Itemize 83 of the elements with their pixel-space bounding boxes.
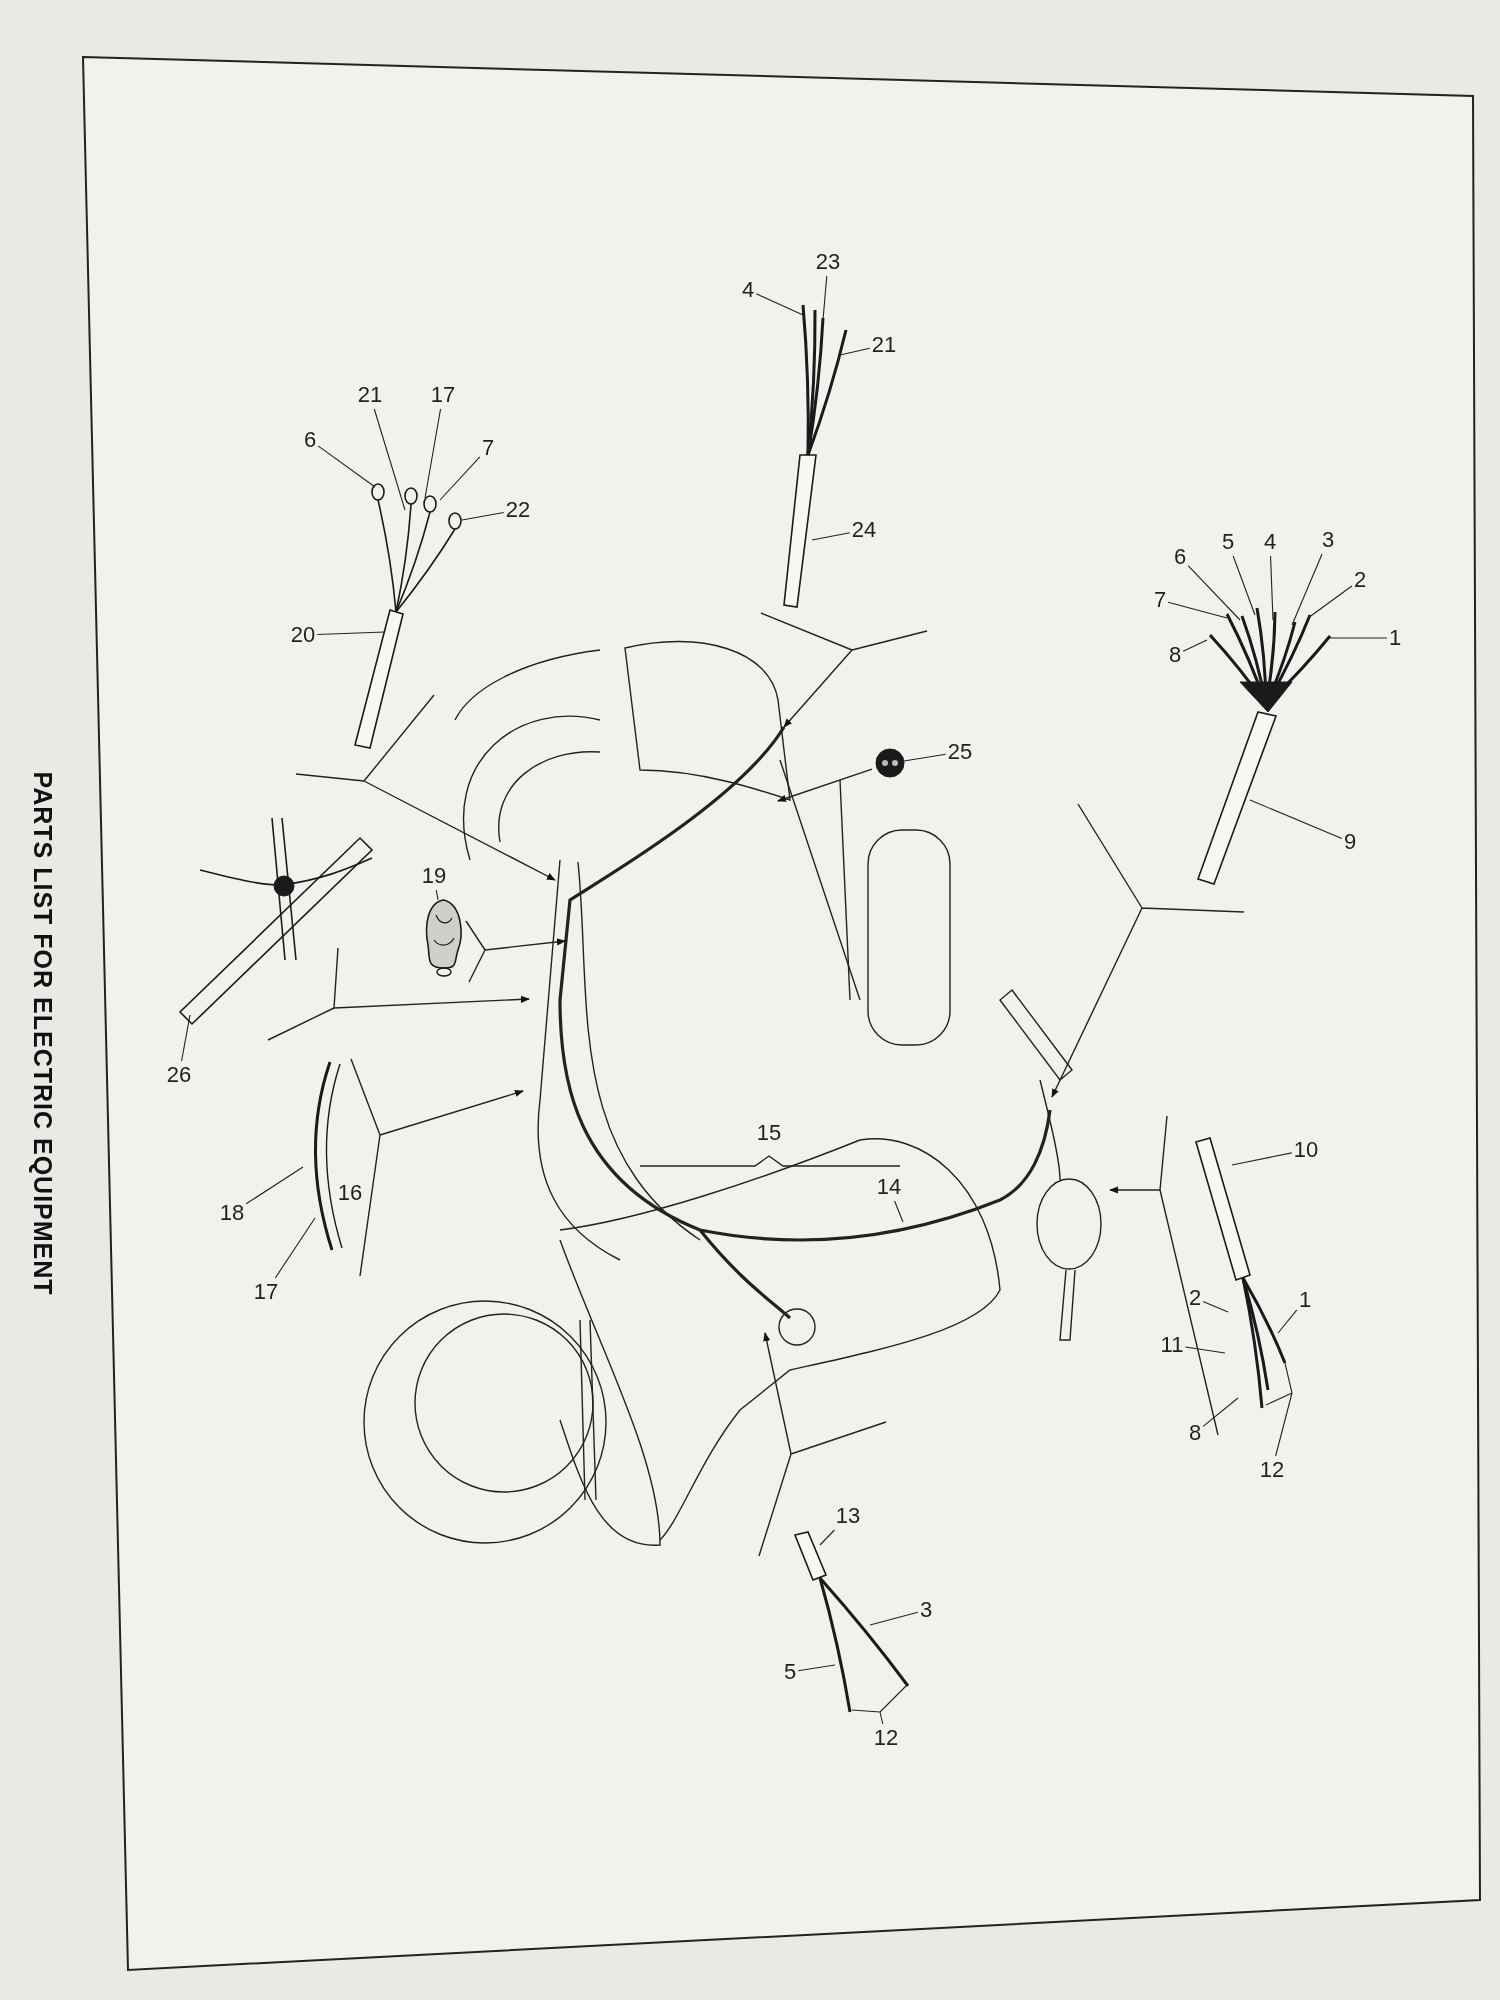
callout-number: 1 (1388, 626, 1402, 650)
arrow (758, 1332, 887, 1557)
leader-line (1182, 639, 1208, 652)
leader-line (755, 293, 804, 316)
callout-number: 23 (815, 250, 841, 274)
callout-number: 7 (1153, 588, 1167, 612)
callout-number: 12 (873, 1726, 899, 1750)
leader-line (1265, 1362, 1293, 1457)
leader-line (869, 1611, 919, 1626)
leader-line (1329, 637, 1388, 639)
arrow (777, 768, 873, 802)
arrow (1051, 803, 1245, 1098)
callout-number: 9 (1343, 830, 1357, 854)
leader-line (851, 1685, 907, 1725)
callout-number: 14 (876, 1175, 902, 1199)
leader-line (1249, 799, 1343, 840)
leader-line (181, 1014, 191, 1062)
arrow (295, 694, 556, 881)
callout-number: 21 (357, 383, 383, 407)
leader-line (1187, 565, 1241, 621)
callout-number: 4 (1263, 530, 1277, 554)
callout-number: 8 (1188, 1421, 1202, 1445)
callout-number: 3 (1321, 528, 1335, 552)
callout-number: 24 (851, 518, 877, 542)
callout-number: 22 (505, 498, 531, 522)
callout-number: 1 (1298, 1288, 1312, 1312)
leader-line (461, 512, 505, 521)
leader-line (797, 1664, 836, 1672)
leader-line (1291, 553, 1323, 626)
callout-number: 7 (481, 436, 495, 460)
callout-number: 2 (1188, 1286, 1202, 1310)
leader-line (894, 1200, 904, 1223)
leader-line (1307, 585, 1353, 619)
callout-number: 11 (1160, 1333, 1184, 1357)
callout-number: 5 (1221, 530, 1235, 554)
callout-number: 6 (303, 428, 317, 452)
callout-number: 26 (166, 1063, 192, 1087)
leader-line (317, 445, 376, 488)
callout-number: 3 (919, 1598, 933, 1622)
leader-line (1270, 555, 1274, 621)
title: PARTS LIST FOR ELECTRIC EQUIPMENT (27, 770, 57, 1298)
callout-number: 4 (741, 278, 755, 302)
leader-line (822, 275, 828, 321)
leader-line (439, 456, 481, 501)
leader-line (1202, 1397, 1239, 1427)
leader-line (1167, 601, 1228, 619)
arrow (267, 947, 530, 1041)
callout-number: 20 (290, 623, 316, 647)
callout-number: 6 (1173, 545, 1187, 569)
callout-number: 17 (430, 383, 456, 407)
callout-number: 15 (756, 1121, 782, 1145)
callout-number: 25 (947, 740, 973, 764)
callout-number: 21 (871, 333, 897, 357)
connector-icon (874, 747, 906, 779)
callout-number: 17 (253, 1280, 279, 1304)
arrow (1109, 1115, 1219, 1436)
callout-number: 13 (835, 1504, 861, 1528)
arrow (465, 920, 566, 983)
leader-line (819, 1529, 836, 1546)
callout-number: 19 (421, 864, 447, 888)
leader-line (373, 408, 406, 511)
callout-number: 10 (1293, 1138, 1319, 1162)
callout-number: 5 (783, 1660, 797, 1684)
leader-line (435, 889, 439, 901)
leader-line (1202, 1300, 1229, 1313)
leader-line (424, 408, 442, 499)
leader-line (839, 347, 871, 356)
callout-number: 12 (1259, 1458, 1285, 1482)
leader-line (1231, 1152, 1293, 1166)
leader-line (1184, 1346, 1226, 1354)
leader-line (903, 753, 947, 762)
arrow (760, 612, 928, 728)
leader-line (274, 1217, 316, 1279)
callout-number: 2 (1353, 568, 1367, 592)
leader-line (811, 532, 851, 541)
callout-number: 18 (219, 1201, 245, 1225)
callout-number: 8 (1168, 643, 1182, 667)
leader-line (316, 631, 386, 636)
leader-line (245, 1166, 304, 1205)
arrow (350, 1058, 524, 1277)
callout-number: 16 (337, 1181, 363, 1205)
leader-line (1277, 1309, 1298, 1334)
leader-line (1232, 555, 1256, 616)
